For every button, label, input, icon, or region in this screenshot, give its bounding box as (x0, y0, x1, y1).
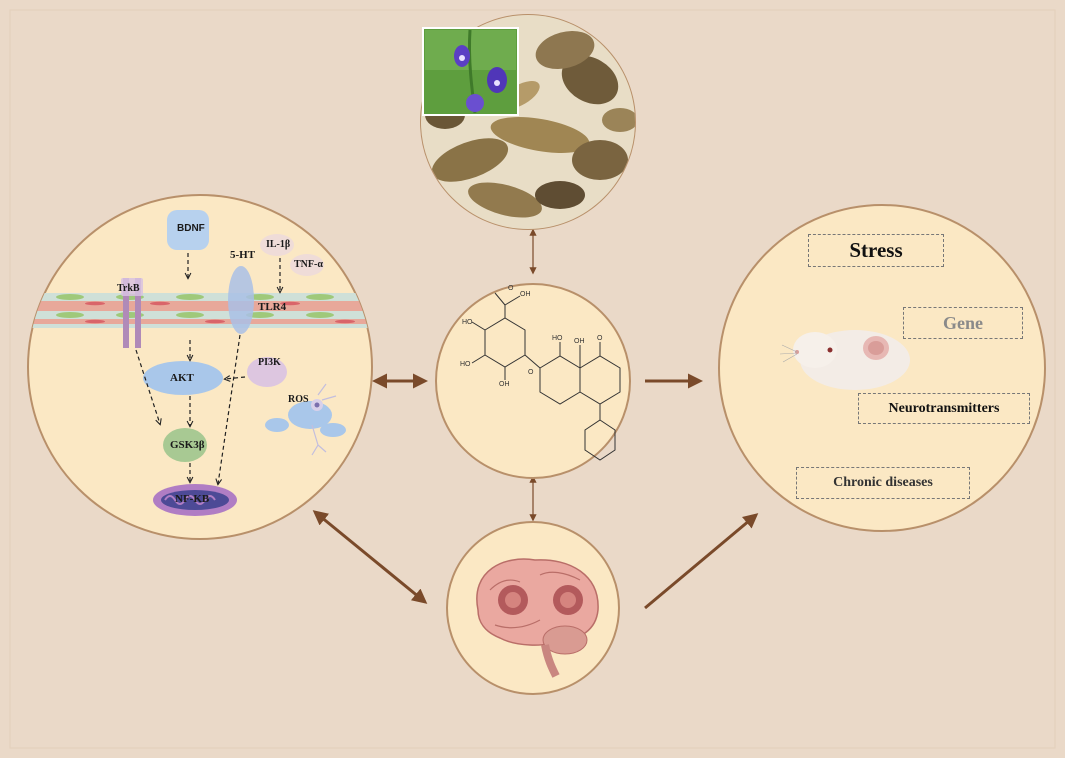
svg-text:OH: OH (499, 381, 510, 388)
frame (9, 9, 1056, 749)
label-pi3k: PI3K (258, 357, 281, 368)
label-nfkb: NF-KB (175, 493, 210, 505)
label-tlr4: TLR4 (258, 301, 287, 313)
label-akt: AKT (170, 372, 194, 384)
molecule-circle: OH O HO HO OH O HO OH O (435, 283, 631, 479)
svg-text:O: O (508, 285, 514, 292)
ros-cell (265, 383, 346, 456)
svg-text:OH: OH (574, 338, 585, 345)
gsk3b-node (163, 428, 207, 462)
svg-text:O: O (528, 369, 534, 376)
factors-circle (718, 204, 1046, 532)
svg-text:HO: HO (462, 319, 473, 326)
svg-text:HO: HO (552, 335, 563, 342)
tnfa-node (290, 254, 324, 276)
label-gsk3b: GSK3β (170, 439, 205, 451)
pathway-circle (27, 194, 373, 540)
flower-photo-inset (422, 27, 519, 116)
cell-membrane (28, 266, 372, 348)
label-il1b: IL-1β (266, 239, 291, 250)
brain-circle (446, 521, 620, 695)
neurotransmitters-box: Neurotransmitters (858, 393, 1030, 424)
label-ros: ROS (288, 394, 309, 405)
label-bdnf: BDNF (177, 223, 205, 234)
akt-node (143, 361, 223, 395)
svg-text:OH: OH (520, 291, 531, 298)
dried-root-image (421, 15, 635, 229)
connector-arrows (312, 228, 759, 610)
chronic-diseases-box: Chronic diseases (796, 467, 970, 499)
label-tnfa: TNF-α (294, 259, 323, 270)
pathway-arrows (135, 253, 280, 484)
herb-circle (420, 14, 636, 230)
svg-text:O: O (597, 335, 603, 342)
gene-box: Gene (903, 307, 1023, 339)
baicalin-structure (471, 292, 621, 461)
il1b-node (260, 234, 294, 256)
pi3k-node (247, 357, 287, 387)
nfkb-mitochondrion (153, 484, 237, 516)
svg-text:HO: HO (460, 361, 471, 368)
stress-box: Stress (808, 234, 944, 267)
bdnf-node (167, 210, 209, 250)
label-trkb: TrkB (117, 283, 140, 294)
mouse-illustration (779, 330, 910, 390)
brain-illustration (476, 558, 599, 678)
label-5ht: 5-HT (230, 249, 256, 261)
